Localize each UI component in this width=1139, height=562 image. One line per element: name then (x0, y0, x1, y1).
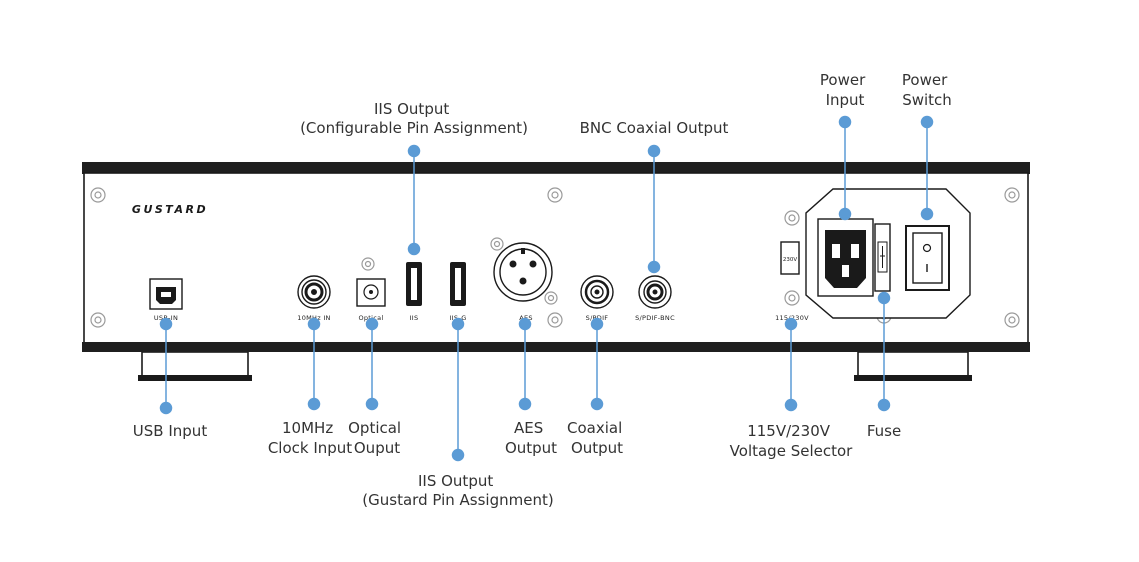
callout-iis-output-gustard: IIS Output (Gustard Pin Assignment) (362, 472, 553, 509)
screw-icon (784, 290, 800, 306)
callout-dot (877, 291, 891, 305)
top-lid (82, 162, 1030, 174)
callout-dot (784, 317, 798, 331)
callout-aes-output: AES Output (505, 419, 557, 457)
callout-iis-output-configurable: IIS Output (Configurable Pin Assignment) (300, 100, 528, 137)
screw-icon (547, 312, 563, 328)
callout-dot (518, 397, 532, 411)
callout-fuse: Fuse (867, 422, 901, 440)
callout-dot (407, 242, 421, 256)
callout-dot (307, 317, 321, 331)
callout-dot (838, 207, 852, 221)
selector-value-label: 230V (783, 257, 797, 263)
screw-icon (544, 291, 558, 305)
fuse-holder[interactable] (874, 223, 891, 292)
callout-dot (590, 317, 604, 331)
callout-dot (920, 115, 934, 129)
clock-bnc-port[interactable] (297, 275, 331, 309)
callout-dot (365, 397, 379, 411)
callout-dot (647, 144, 661, 158)
screw-icon (90, 312, 106, 328)
screw-icon (1004, 187, 1020, 203)
screw-icon (547, 187, 563, 203)
power-module (805, 188, 971, 319)
aes-xlr-port[interactable] (493, 242, 553, 302)
callout-leaders (159, 115, 934, 462)
spdif-rca-port[interactable] (580, 275, 614, 309)
callout-optical-output: Optical Ouput (348, 419, 406, 457)
callout-coaxial-output: Coaxial Output (567, 419, 627, 457)
voltage-selector[interactable]: 230V (780, 241, 800, 275)
iec-power-inlet[interactable] (817, 218, 874, 297)
right-foot (854, 351, 972, 381)
spdif-bnc-label: S/PDIF-BNC (635, 314, 675, 322)
usb-b-port[interactable] (149, 278, 183, 310)
screw-icon (90, 187, 106, 203)
callout-dot (451, 317, 465, 331)
screw-icon (1004, 312, 1020, 328)
callout-dot (877, 398, 891, 412)
spdif-bnc-port[interactable] (638, 275, 672, 309)
callout-dot (407, 144, 421, 158)
callout-clock-input: 10MHz Clock Input (268, 419, 352, 457)
bottom-lip (82, 342, 1030, 352)
callout-power-switch: Power Switch (902, 71, 952, 109)
callout-dot (784, 398, 798, 412)
iis-port[interactable] (406, 262, 422, 306)
callout-dot (159, 317, 173, 331)
callout-dot (590, 397, 604, 411)
screw-icon (361, 257, 375, 271)
brand-logo: GUSTARD (132, 203, 208, 216)
callout-voltage-selector: 115V/230V Voltage Selector (730, 422, 853, 460)
callout-dot (159, 401, 173, 415)
callout-usb-input: USB Input (133, 422, 208, 440)
power-switch[interactable] (905, 225, 950, 291)
callout-bnc-coaxial-output: BNC Coaxial Output (580, 119, 729, 137)
screw-icon (490, 237, 504, 251)
iis-g-port[interactable] (450, 262, 466, 306)
iis-label: IIS (410, 314, 419, 322)
callout-dot (365, 317, 379, 331)
callout-power-input: Power Input (820, 71, 870, 109)
callout-dot (647, 260, 661, 274)
callout-dot (518, 317, 532, 331)
callout-dot (920, 207, 934, 221)
screw-icon (784, 210, 800, 226)
left-foot (138, 351, 252, 381)
optical-port[interactable] (356, 278, 386, 307)
callout-dot (451, 448, 465, 462)
callout-dot (307, 397, 321, 411)
callout-dot (838, 115, 852, 129)
